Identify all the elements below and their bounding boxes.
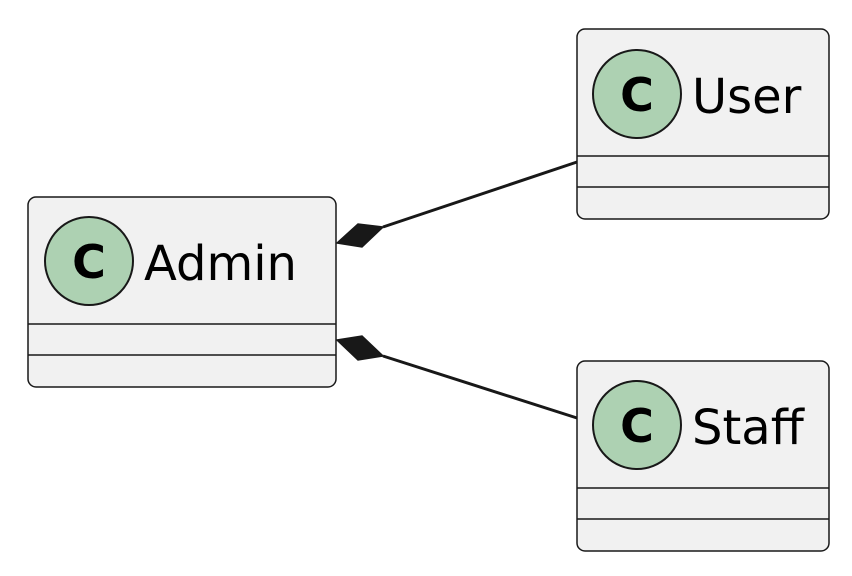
composition-diamond-admin-user (335, 223, 385, 248)
class-user[interactable]: C User (576, 28, 830, 220)
class-name-staff: Staff (692, 400, 805, 456)
composition-admin-staff (335, 335, 578, 420)
class-badge-icon (592, 380, 682, 470)
class-name-user: User (692, 69, 802, 125)
association-line-admin-user (382, 160, 578, 229)
class-badge-icon (44, 216, 134, 306)
class-badge-letter: C (620, 399, 654, 453)
association-line-admin-staff (382, 354, 578, 420)
class-badge-icon (592, 49, 682, 139)
composition-admin-user (335, 160, 578, 248)
class-admin[interactable]: C Admin (27, 196, 337, 388)
class-staff[interactable]: C Staff (576, 360, 830, 552)
class-badge-letter: C (72, 235, 106, 289)
class-name-admin: Admin (144, 236, 297, 292)
composition-diamond-admin-staff (335, 335, 385, 361)
class-badge-letter: C (620, 68, 654, 122)
